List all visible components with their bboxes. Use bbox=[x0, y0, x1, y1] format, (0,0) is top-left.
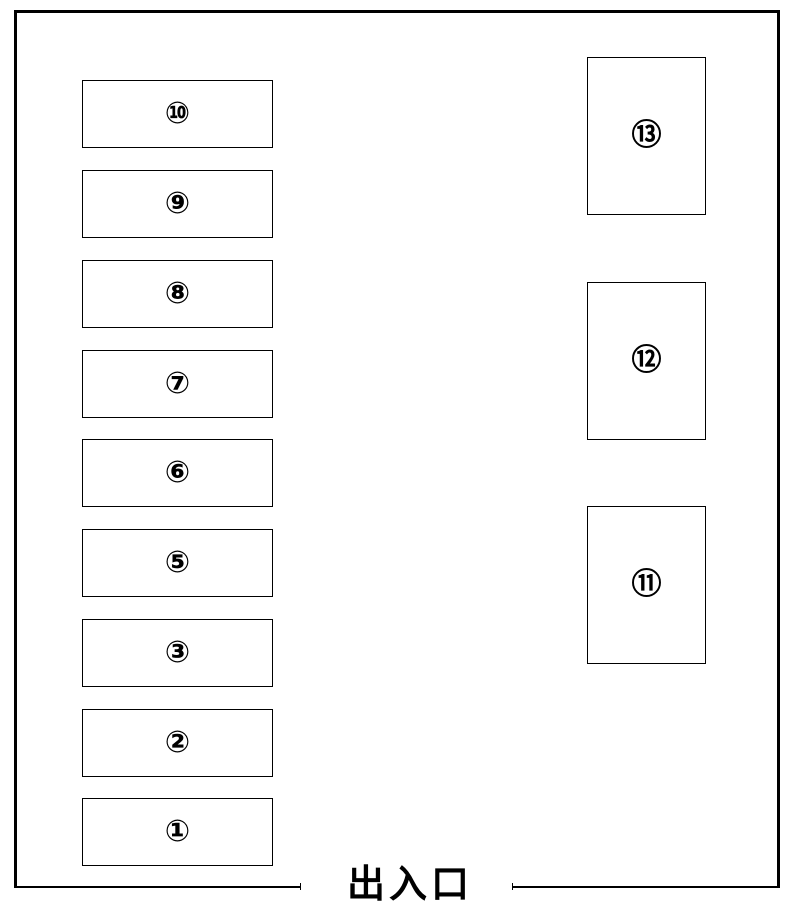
entrance-left-marker bbox=[300, 883, 301, 890]
booth-6: ⑥ bbox=[82, 439, 273, 507]
booth-7: ⑦ bbox=[82, 350, 273, 418]
entrance-label: 出入口 bbox=[346, 862, 473, 906]
booth-1: ① bbox=[82, 798, 273, 866]
booth-13: ⑬ bbox=[587, 57, 706, 215]
booth-8-label: ⑧ bbox=[164, 276, 191, 311]
booth-11-label: ⑪ bbox=[631, 567, 662, 602]
booth-10-label: ⑩ bbox=[164, 96, 191, 131]
booth-13-label: ⑬ bbox=[631, 118, 662, 153]
booth-3: ③ bbox=[82, 619, 273, 687]
wall-bottom-right bbox=[512, 886, 780, 888]
booth-9: ⑨ bbox=[82, 170, 273, 238]
booth-7-label: ⑦ bbox=[164, 366, 191, 401]
booth-1-label: ① bbox=[164, 814, 191, 849]
booth-5: ⑤ bbox=[82, 529, 273, 597]
wall-right bbox=[777, 10, 780, 888]
booth-3-label: ③ bbox=[164, 635, 191, 670]
booth-2-label: ② bbox=[164, 725, 191, 760]
booth-12: ⑫ bbox=[587, 282, 706, 440]
booth-10: ⑩ bbox=[82, 80, 273, 148]
booth-11: ⑪ bbox=[587, 506, 706, 664]
booth-2: ② bbox=[82, 709, 273, 777]
booth-8: ⑧ bbox=[82, 260, 273, 328]
entrance-right-marker bbox=[512, 883, 513, 890]
wall-bottom-left bbox=[14, 886, 301, 888]
wall-left bbox=[14, 10, 17, 888]
wall-top bbox=[14, 10, 780, 13]
booth-5-label: ⑤ bbox=[164, 545, 191, 580]
booth-9-label: ⑨ bbox=[164, 186, 191, 221]
booth-12-label: ⑫ bbox=[631, 343, 662, 378]
booth-6-label: ⑥ bbox=[164, 455, 191, 490]
